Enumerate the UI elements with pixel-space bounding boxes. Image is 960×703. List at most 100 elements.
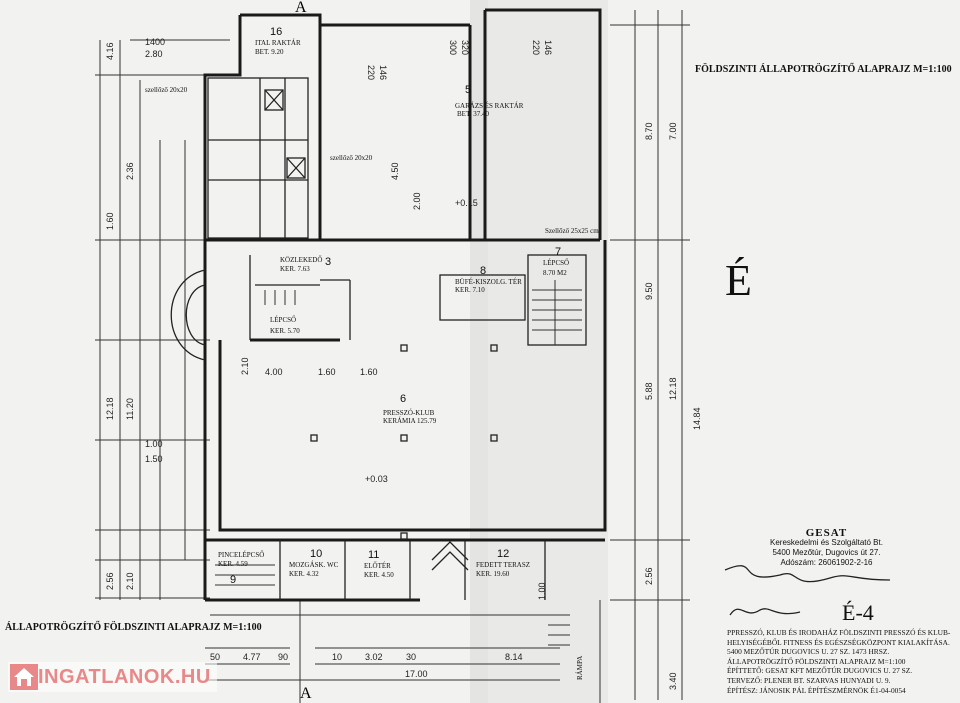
- columns: [310, 344, 498, 540]
- room-area: BET. 37.40: [457, 110, 489, 118]
- house-icon: [10, 664, 38, 690]
- title-block: Ppresszó, klub és irodaház földszinti pr…: [727, 628, 950, 695]
- dim-text: 11.20: [125, 398, 135, 420]
- vent-note: szellőző 20x20: [145, 86, 188, 94]
- north-letter: É: [725, 256, 752, 305]
- title-block-line: Állapotrögzítő földszinti alaprajz M=1:1…: [727, 656, 906, 666]
- plan-title-bottom: ÁLLAPOTRÖGZÍTŐ FÖLDSZINTI ALAPRAJZ M=1:1…: [5, 620, 262, 633]
- dim-text: 12.18: [105, 397, 115, 420]
- right-dimension-lines: [610, 10, 690, 700]
- room-area: KER. 4.32: [289, 570, 319, 578]
- dim-text: 2.80: [145, 49, 163, 59]
- title-block-line: Építtető: GESAT Kft Mezőtúr Dugovics u. …: [727, 666, 913, 676]
- room-number: 3: [325, 256, 331, 268]
- watermark: INGATLANOK.HU: [8, 662, 217, 692]
- dim-text: 4.00: [265, 367, 283, 377]
- dim-text: 2.36: [125, 162, 135, 180]
- dim-text: 4.16: [105, 42, 115, 60]
- room-name: FEDETT TERASZ: [476, 561, 530, 569]
- top-dimensions: 1400 2.80 220 146 300 320 220 146: [145, 37, 553, 80]
- dim-text: 17.00: [405, 669, 428, 679]
- entrance-arrow: [431, 541, 469, 561]
- room-name: ELŐTÉR: [364, 562, 391, 570]
- room-area: 8.70 M2: [543, 269, 567, 277]
- dim-text: 1.50: [145, 454, 163, 464]
- room-number: 5: [465, 84, 471, 96]
- dim-text: 8.14: [505, 652, 523, 662]
- dim-text: 3.02: [365, 652, 383, 662]
- room-name: PRESSZÓ-KLUB: [383, 409, 435, 417]
- room-number: 12: [497, 548, 509, 560]
- dim-text: 2.10: [240, 357, 250, 375]
- room-area: KER. 4.50: [364, 571, 394, 579]
- room-labels: 16 ITAL RAKTÁR BET. 9.20 5 GARÁZS ÉS RAK…: [218, 26, 569, 586]
- dim-text: 1400: [145, 37, 165, 47]
- walls: [203, 8, 607, 602]
- room-name: MOZGÁSK. WC: [289, 561, 339, 569]
- dim-text: 8.70: [644, 122, 654, 140]
- dim-text: 1.00: [537, 582, 547, 600]
- section-mark-bottom: A: [300, 685, 312, 702]
- room-name: PINCELÉPCSŐ: [218, 551, 264, 559]
- dim-text: 146: [543, 40, 553, 55]
- dim-text: 220: [531, 40, 541, 55]
- bottom-dimension-lines: [205, 600, 601, 703]
- level-mark: +0.15: [455, 198, 478, 208]
- left-dimensions: 4.16 2.36 1.60 12.18 11.20 1.00 1.50 2.5…: [105, 42, 163, 590]
- company-stamp: GESAT Kereskedelmi és Szolgáltató Bt. 54…: [770, 528, 883, 568]
- room-area: KER. 7.63: [280, 265, 310, 273]
- title-block-line: Építész: Jánosik Pál építészmérnök É1-04…: [727, 685, 906, 695]
- room-number: 8: [480, 265, 486, 277]
- dim-text: 90: [278, 652, 288, 662]
- room-name: LÉPCSŐ: [543, 259, 569, 267]
- stamp-line: Adószám: 26061902-2-16: [780, 558, 873, 567]
- room-name: LÉPCSŐ: [270, 316, 296, 324]
- watermark-text: INGATLANOK.HU: [38, 665, 211, 688]
- ramp-label: RÁMPA: [576, 656, 584, 680]
- dim-text: 12.18: [668, 377, 678, 400]
- room-name: KÖZLEKEDŐ: [280, 256, 322, 264]
- vent-note: szellőző 20x20: [330, 154, 373, 162]
- room-number: 7: [555, 246, 561, 258]
- section-mark-top: A: [295, 0, 307, 16]
- title-block-line: helyiségéből fitness és egészségközpont …: [727, 637, 950, 647]
- right-dimensions: 8.70 7.00 9.50 5.88 12.18 14.84 2.56 3.4…: [644, 122, 702, 690]
- entrance-arrow-2: [431, 551, 469, 571]
- dim-text: 320: [460, 40, 470, 55]
- stamp-line: 5400 Mezőtúr, Dugovics út 27.: [772, 548, 881, 557]
- room-number: 6: [400, 393, 406, 405]
- dim-text: 1.60: [105, 212, 115, 230]
- level-mark: +0.03: [365, 474, 388, 484]
- signature-2: [729, 608, 801, 616]
- dim-text: 1.60: [318, 367, 336, 377]
- dim-text: 3.40: [668, 672, 678, 690]
- plan-title-top: FÖLDSZINTI ÁLLAPOTRÖGZÍTŐ ALAPRAJZ M=1:1…: [695, 62, 952, 75]
- partitions: [170, 77, 587, 600]
- dim-text: 220: [366, 65, 376, 80]
- dim-text: 4.50: [390, 162, 400, 180]
- dim-text: 1.60: [360, 367, 378, 377]
- room-name: BÜFÉ-KISZOLG. TÉR: [455, 278, 522, 286]
- dim-text: 14.84: [692, 407, 702, 430]
- room-area: BET. 9.20: [255, 48, 284, 56]
- dim-text: 1.00: [145, 439, 163, 449]
- dim-text: 2.56: [105, 572, 115, 590]
- room-name: GARÁZS ÉS RAKTÁR: [455, 102, 524, 110]
- stairs: [215, 280, 582, 646]
- dim-text: 300: [448, 40, 458, 55]
- vent-note: Szellőző 25x25 cm: [545, 227, 599, 235]
- room-area: KER. 5.70: [270, 327, 300, 335]
- room-number: 11: [368, 549, 379, 561]
- dim-text: 10: [332, 652, 342, 662]
- title-block-line: Tervező: PLENER Bt. Szarvas Hunyadi u. 9…: [727, 675, 891, 685]
- dim-text: 2.00: [412, 192, 422, 210]
- paper-shade: [488, 0, 608, 703]
- dim-text: 4.77: [243, 652, 261, 662]
- dim-text: 146: [378, 65, 388, 80]
- title-block-line: 5400 Mezőtúr Dugovics u. 27 sz. 1473 hrs…: [727, 647, 890, 657]
- dim-text: 30: [406, 652, 416, 662]
- stamp-company: GESAT: [805, 527, 848, 539]
- dim-text: 50: [210, 652, 220, 662]
- dim-text: 2.56: [644, 567, 654, 585]
- dim-text: 2.10: [125, 572, 135, 590]
